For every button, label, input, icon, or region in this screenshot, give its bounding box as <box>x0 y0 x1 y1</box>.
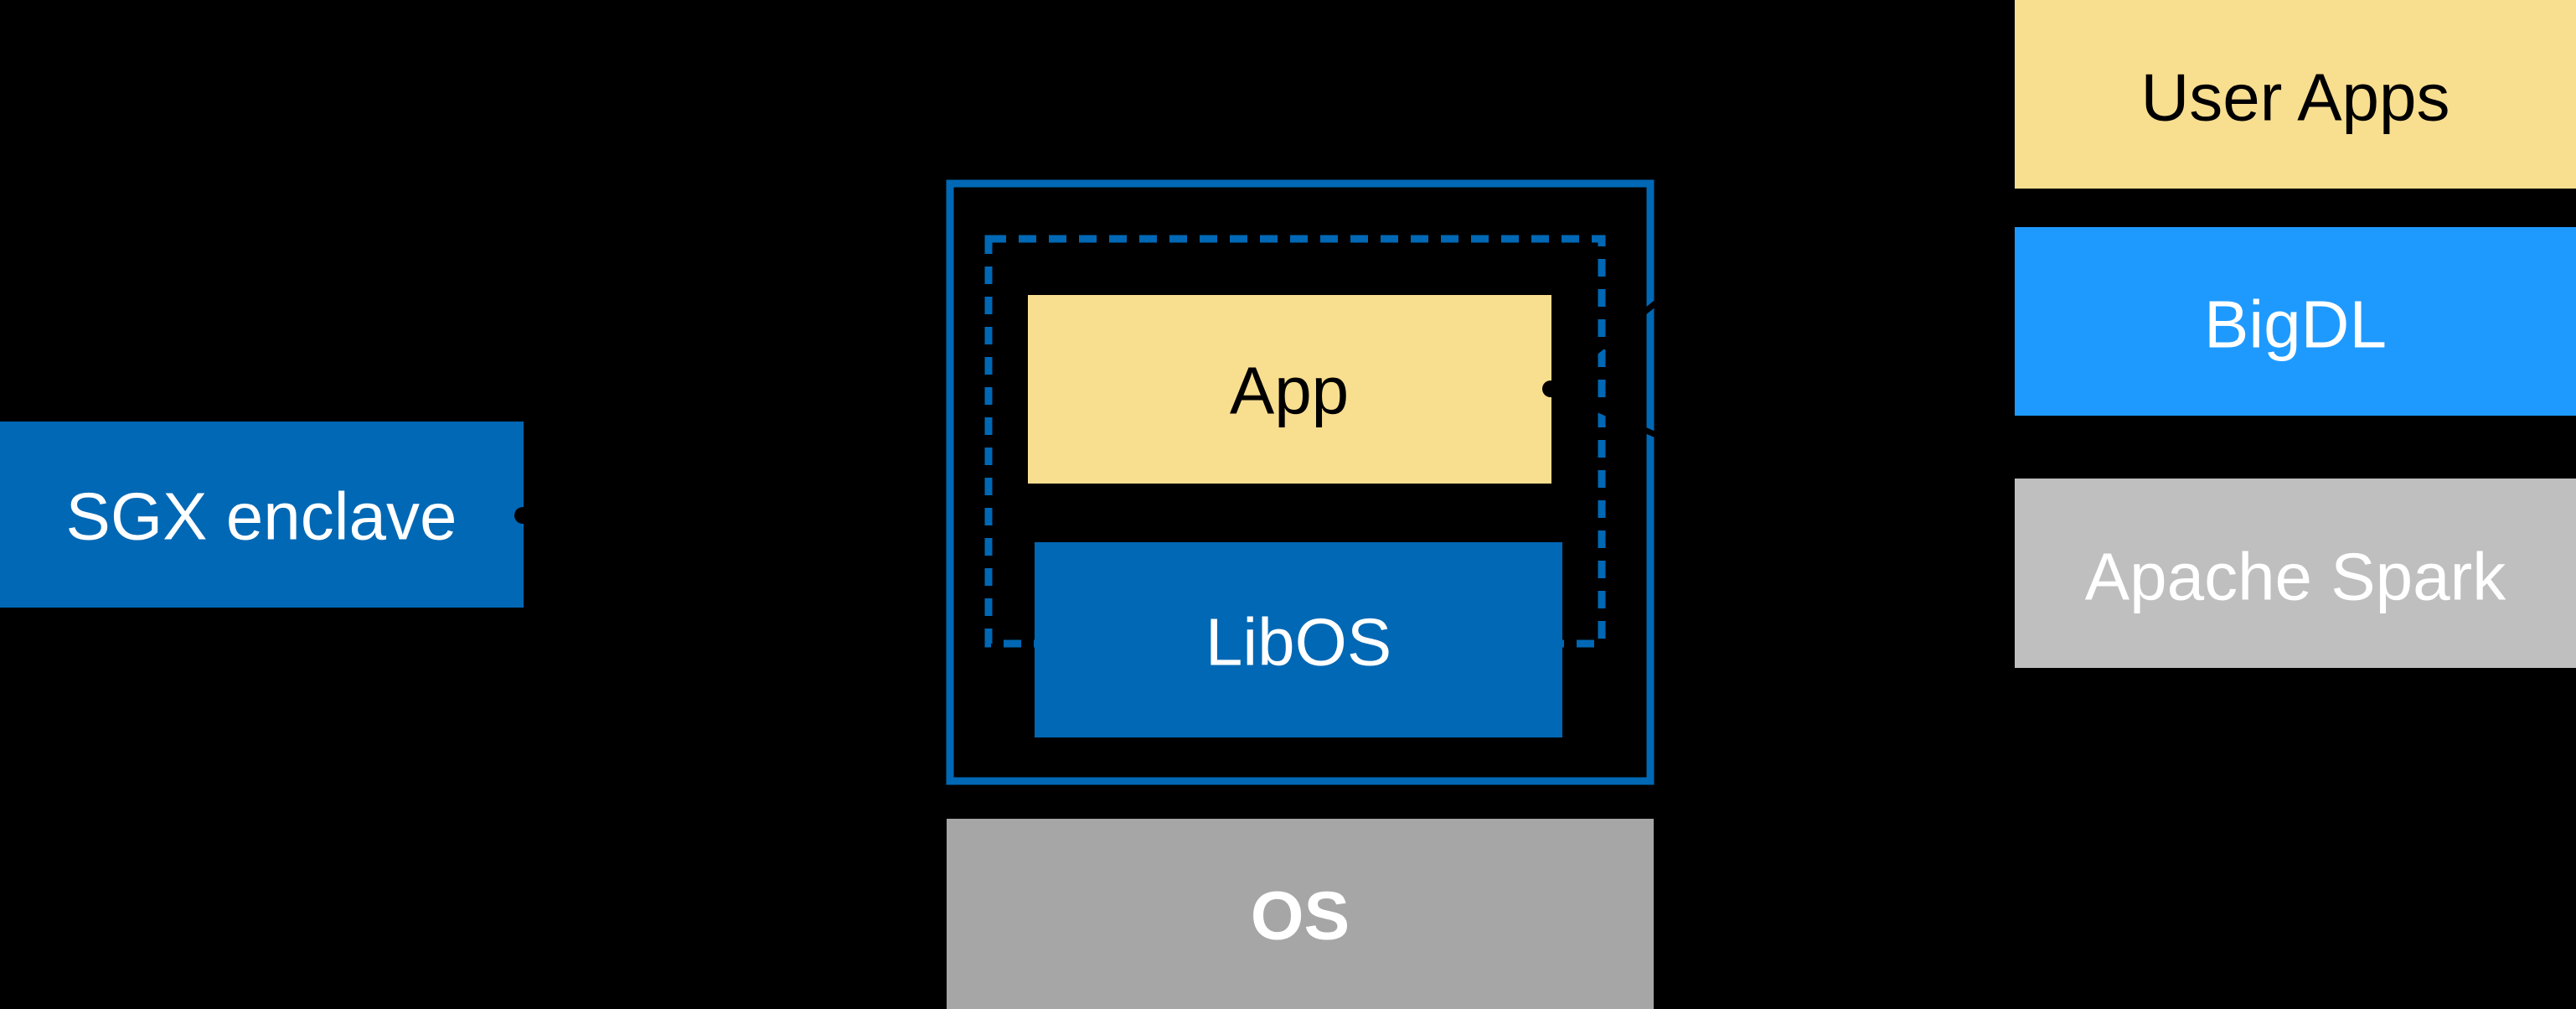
enclave-dashed-boundary <box>984 235 1606 648</box>
stack-to-app-dot <box>1542 380 1559 397</box>
user-apps-box <box>2015 0 2576 189</box>
stack-to-app-line-bottom <box>1549 385 2011 592</box>
apache-spark-box <box>2015 479 2576 668</box>
app-box <box>1028 295 1551 484</box>
host-process-box <box>946 179 1655 785</box>
bigdl-box <box>2015 227 2576 416</box>
os-label: OS <box>1251 878 1350 955</box>
sgx-callout-dot <box>514 507 531 524</box>
stack-to-app-line-top <box>1548 12 2011 391</box>
user-apps-label: User Apps <box>2140 60 2450 135</box>
sgx-enclave-label: SGX enclave <box>66 479 457 554</box>
libos-label: LibOS <box>1205 605 1391 680</box>
sgx-enclave-box <box>0 422 524 608</box>
bigdl-label: BigDL <box>2204 287 2387 362</box>
app-label: App <box>1230 354 1349 428</box>
libos-box <box>1035 542 1562 737</box>
os-box <box>947 819 1654 1009</box>
apache-spark-label: Apache Spark <box>2085 540 2507 614</box>
